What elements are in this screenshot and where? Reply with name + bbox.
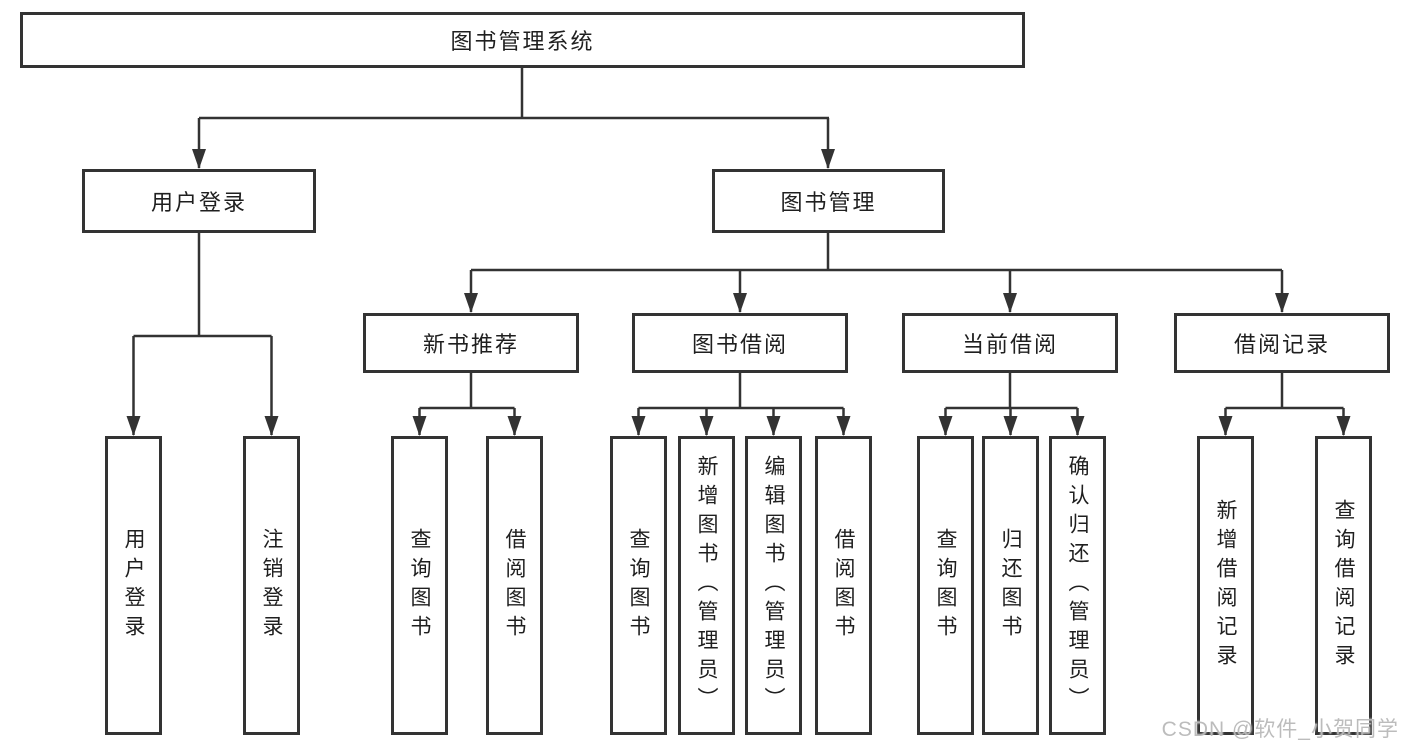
leaf-newbook-borrow-books: 借阅图书 (486, 436, 543, 735)
leaf-logout: 注销登录 (243, 436, 300, 735)
leaf-newbook-query-books: 查询图书 (391, 436, 448, 735)
node-user-login: 用户登录 (82, 169, 316, 233)
leaf-current-return-books: 归还图书 (982, 436, 1039, 735)
leaf-borrowing-add-books-admin: 新增图书（管理员） (678, 436, 735, 735)
node-book-management: 图书管理 (712, 169, 945, 233)
leaf-records-add-borrow-record: 新增借阅记录 (1197, 436, 1254, 735)
node-new-book-recommendation: 新书推荐 (363, 313, 579, 373)
csdn-watermark: CSDN @软件_小贺同学 (1161, 718, 1399, 741)
leaf-user-login: 用户登录 (105, 436, 162, 735)
leaf-records-query-borrow-record: 查询借阅记录 (1315, 436, 1372, 735)
leaf-borrowing-query-books: 查询图书 (610, 436, 667, 735)
leaf-borrowing-edit-books-admin: 编辑图书（管理员） (745, 436, 802, 735)
node-book-borrowing: 图书借阅 (632, 313, 848, 373)
leaf-current-confirm-return-admin: 确认归还（管理员） (1049, 436, 1106, 735)
leaf-current-query-books: 查询图书 (917, 436, 974, 735)
leaf-borrowing-borrow-books: 借阅图书 (815, 436, 872, 735)
node-book-management-system: 图书管理系统 (20, 12, 1025, 68)
node-borrowing-records: 借阅记录 (1174, 313, 1390, 373)
node-current-borrowing: 当前借阅 (902, 313, 1118, 373)
